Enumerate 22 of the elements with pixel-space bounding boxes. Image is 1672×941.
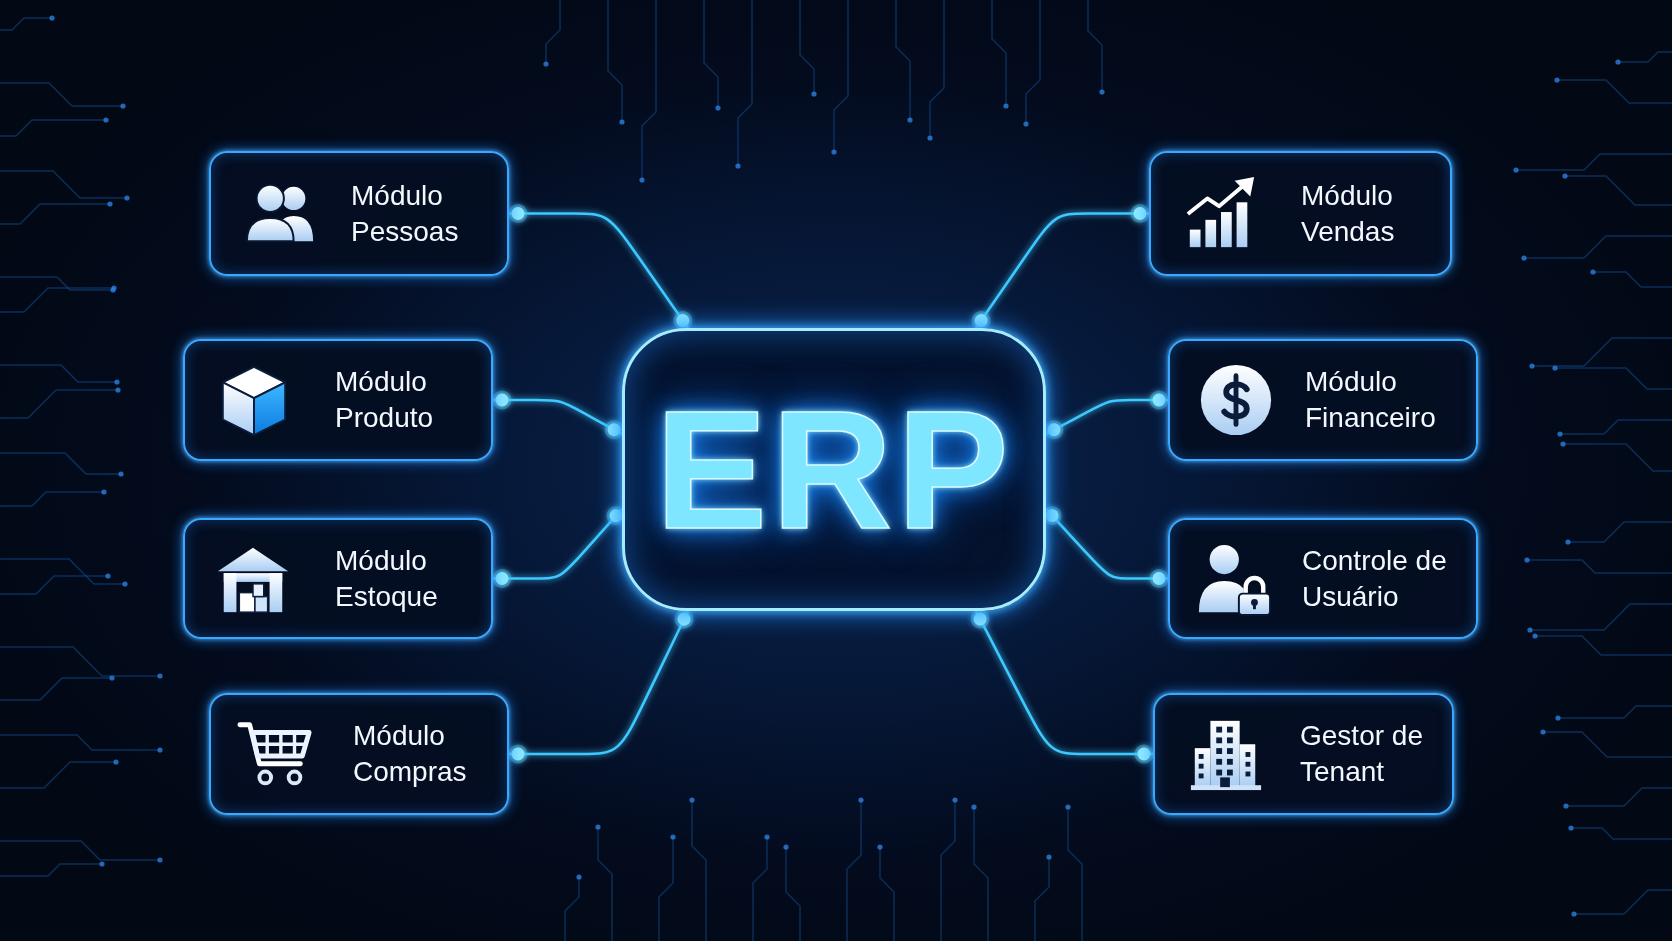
module-card — [1168, 339, 1478, 461]
connector — [508, 204, 693, 331]
module-label: Módulo Financeiro — [1305, 365, 1437, 435]
module-card — [1153, 693, 1454, 815]
module-card — [1149, 151, 1452, 276]
module-label: Módulo Vendas — [1301, 178, 1396, 249]
connector — [970, 609, 1154, 764]
module-label: Gestor de Tenant — [1300, 719, 1424, 789]
connector — [508, 609, 694, 764]
module-card — [183, 339, 493, 461]
hub-box — [622, 328, 1046, 611]
hub-title: ERP — [655, 385, 1013, 554]
module-label: Módulo Estoque — [335, 543, 439, 614]
module-label: Módulo Compras — [353, 719, 468, 789]
connector — [971, 204, 1150, 331]
module-card — [209, 693, 509, 815]
module-card — [209, 151, 509, 276]
module-label: Módulo Produto — [335, 365, 435, 435]
module-label: Controle de Usuário — [1302, 543, 1448, 614]
module-card — [1168, 518, 1478, 639]
module-card — [183, 518, 493, 639]
module-label: Módulo Pessoas — [351, 178, 460, 249]
